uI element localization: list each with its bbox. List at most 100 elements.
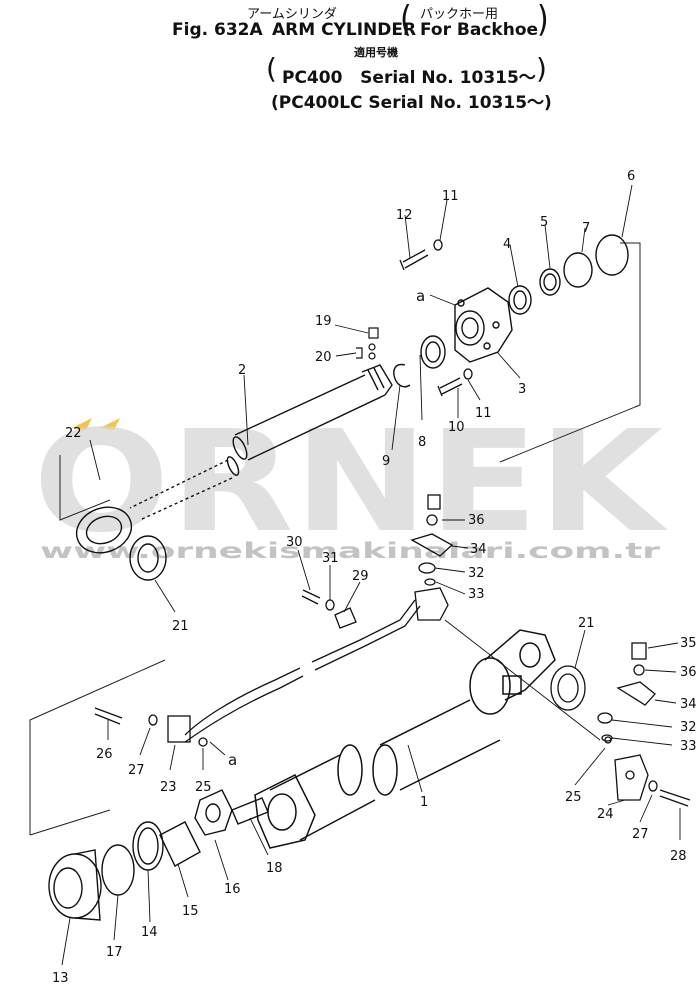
right-fittings	[94, 494, 691, 807]
piston-rod-thread	[361, 364, 393, 396]
leader-20	[335, 352, 357, 357]
part-label: 25	[195, 780, 212, 795]
piston-rod-tail	[129, 459, 233, 521]
part-label: 22	[65, 426, 82, 441]
part-label: 7	[582, 221, 590, 236]
leader-6	[621, 184, 633, 238]
leader-15	[177, 863, 189, 898]
part-label: 36	[680, 665, 697, 680]
clamp-29	[334, 607, 357, 629]
head-bolts	[399, 239, 473, 397]
watermark-brand: ORNEK	[33, 401, 668, 564]
outline-lower	[29, 809, 111, 836]
block-24-port	[625, 770, 635, 780]
leader-21-lower	[574, 629, 586, 669]
piston-rod-break-2	[226, 456, 240, 476]
fitting-20a	[368, 343, 376, 351]
washer-27-left	[148, 714, 158, 726]
leader-33-right	[611, 737, 673, 746]
part-label: 19	[315, 314, 332, 329]
title-japanese: アームシリンダ	[247, 7, 337, 22]
paren-close-1: )	[537, 0, 549, 41]
cylinder-tube-break-1	[337, 744, 363, 796]
leader-29	[343, 581, 361, 613]
cushion-15	[159, 821, 201, 867]
leader-35	[647, 642, 679, 649]
cylinder-flange	[254, 773, 316, 849]
leader-22	[89, 439, 101, 481]
piston-21-upper	[129, 535, 167, 581]
part-label: 11	[475, 406, 492, 421]
part-label: 10	[448, 420, 465, 435]
part-label: 14	[141, 925, 158, 940]
part-label: 21	[578, 616, 595, 631]
leader-21-upper	[154, 579, 176, 613]
outline-left-upper	[59, 455, 111, 521]
part-label: 26	[96, 747, 113, 762]
serial-line-2: (PC400LC Serial No. 10315～)	[271, 93, 552, 113]
leader-27-left	[139, 727, 151, 756]
part-label: 15	[182, 904, 199, 919]
cylinder-head-bore	[455, 310, 485, 346]
oring-33-upper	[424, 578, 436, 586]
snap-ring-9	[393, 363, 411, 388]
figure-title-paren: For Backhoe	[420, 20, 539, 40]
paren-close-2: )	[536, 52, 547, 85]
block-24	[614, 754, 649, 801]
bushing-4	[508, 285, 532, 315]
cylinder-head-bolt-hole-1	[492, 321, 500, 329]
cylinder-tube	[254, 629, 556, 849]
title-japanese-paren: パックホー用	[420, 7, 499, 22]
leader-12	[404, 214, 411, 259]
washer-36-upper	[426, 514, 438, 526]
piston-13-inner	[53, 867, 83, 909]
part-label: 34	[470, 542, 487, 557]
hose-pipe	[184, 599, 421, 743]
part-label: 12	[396, 208, 413, 223]
part-label: 28	[670, 849, 687, 864]
part-label: 31	[322, 551, 339, 566]
leader-23	[169, 744, 176, 771]
piston-rod	[129, 364, 393, 521]
plug-32-upper	[418, 562, 436, 574]
leader-19	[334, 324, 369, 334]
piston-ring-large	[75, 506, 133, 554]
callout-a-bottom: a	[228, 751, 237, 769]
watermark: ORNEK www.ornekismakinalari.com.tr	[33, 401, 668, 564]
part-label: 3	[518, 382, 526, 397]
outline-lines	[29, 242, 641, 836]
leader-24	[607, 799, 626, 806]
leader-8	[419, 354, 423, 421]
part-label: 5	[540, 215, 548, 230]
cylinder-tube-break-2	[372, 744, 398, 796]
cylinder-head-bore-inner	[461, 317, 479, 339]
washer-11-bottom	[463, 368, 473, 380]
head-seals	[393, 234, 629, 388]
fitting-bracket	[356, 347, 363, 359]
clip-34-right	[616, 681, 656, 706]
seal-5-inner	[543, 273, 557, 291]
port-block-upper	[502, 675, 522, 695]
leader-11-bottom	[467, 379, 481, 401]
part-label: 27	[632, 827, 649, 842]
leader-27-right	[639, 794, 653, 823]
leader-25-right	[574, 747, 606, 786]
part-label: 33	[680, 739, 697, 754]
part-label: 32	[680, 720, 697, 735]
clevis-bore	[519, 642, 541, 668]
bolt-10	[437, 377, 463, 397]
leader-14	[147, 869, 151, 923]
hose-line	[167, 587, 449, 743]
leader-7	[581, 227, 586, 253]
part-labels: 1 2 3 4 5 6 7 8 9 10 11 11 12 13 14 15 1…	[52, 169, 697, 984]
piston-13-body	[74, 849, 101, 921]
leader-17	[113, 894, 119, 941]
plug-18	[231, 797, 269, 825]
fitting-19	[368, 327, 379, 339]
leader-34-upper	[451, 545, 469, 549]
leader-30	[297, 549, 311, 591]
part-label: 30	[286, 535, 303, 550]
piston-lower	[48, 789, 269, 921]
part-label: 33	[468, 587, 485, 602]
